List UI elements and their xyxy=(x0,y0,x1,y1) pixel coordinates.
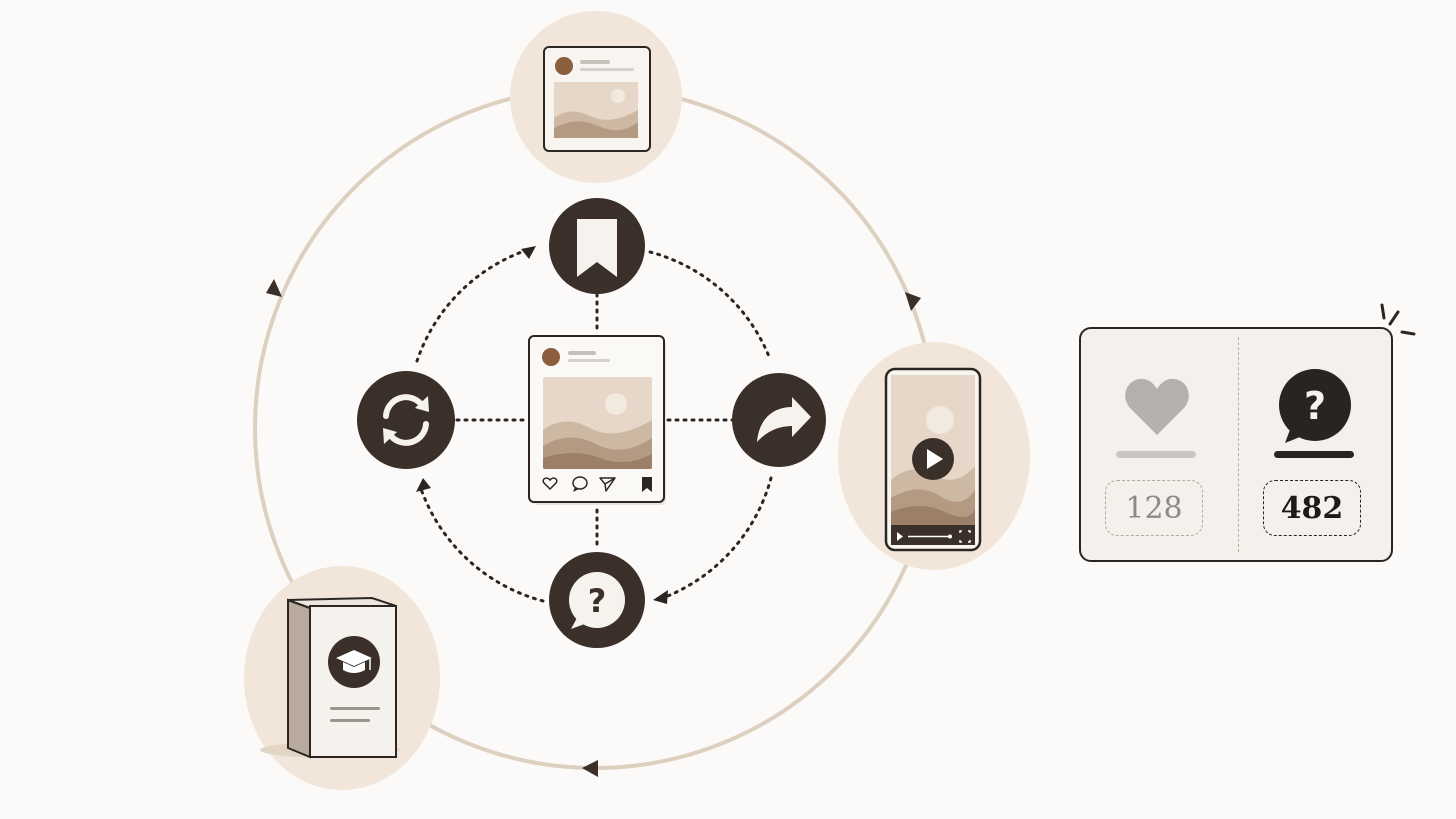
avatar xyxy=(555,57,573,75)
cycle-arrow-bottom xyxy=(582,760,598,777)
social-post-card[interactable] xyxy=(528,335,666,505)
questions-panel: ? 482 xyxy=(1239,329,1395,560)
send-icon[interactable] xyxy=(599,477,616,492)
fullscreen-icon[interactable] xyxy=(959,530,971,543)
likes-panel: 128 xyxy=(1081,329,1237,560)
bookmark-icon[interactable] xyxy=(642,477,652,492)
avatar xyxy=(542,348,560,366)
image-placeholder xyxy=(554,82,638,138)
image-post-badge xyxy=(510,11,682,183)
refresh-icon xyxy=(383,394,429,446)
inner-cycle-ring xyxy=(415,248,773,603)
share-action[interactable] xyxy=(732,373,826,467)
engagement-stats-card: 128 ? 482 xyxy=(1079,327,1393,562)
sparkle-icon xyxy=(1380,303,1416,336)
questions-count: 482 xyxy=(1263,480,1361,536)
cycle-arrow-left xyxy=(266,279,282,297)
svg-text:?: ? xyxy=(1304,384,1326,428)
play-icon[interactable] xyxy=(912,438,954,480)
heart-icon xyxy=(1125,378,1189,435)
svg-text:?: ? xyxy=(588,582,607,620)
question-bubble-icon: ? xyxy=(569,572,625,629)
course-guide-badge xyxy=(244,566,440,790)
question-bubble-icon: ? xyxy=(1279,369,1351,443)
heart-icon[interactable] xyxy=(542,477,558,491)
post-image xyxy=(543,377,652,469)
bookmark-icon xyxy=(577,219,617,277)
likes-count: 128 xyxy=(1105,480,1203,536)
video-controls-bar xyxy=(891,525,975,545)
questions-bar xyxy=(1274,451,1354,458)
card-divider xyxy=(1238,337,1239,552)
share-arrow-icon xyxy=(757,397,811,442)
question-action[interactable]: ? xyxy=(549,552,645,648)
video-thumbnail xyxy=(891,375,975,525)
inner-arrow-left xyxy=(416,478,431,492)
save-action[interactable] xyxy=(549,198,645,294)
likes-bar xyxy=(1116,451,1196,458)
inner-arrow-top xyxy=(521,246,536,259)
cycle-arrow-right xyxy=(905,292,921,311)
video-post-badge xyxy=(838,342,1030,570)
inner-arrow-bottom xyxy=(653,590,668,604)
graduation-cap-icon xyxy=(328,636,380,688)
comment-icon[interactable] xyxy=(572,476,588,492)
repost-action[interactable] xyxy=(357,371,455,469)
